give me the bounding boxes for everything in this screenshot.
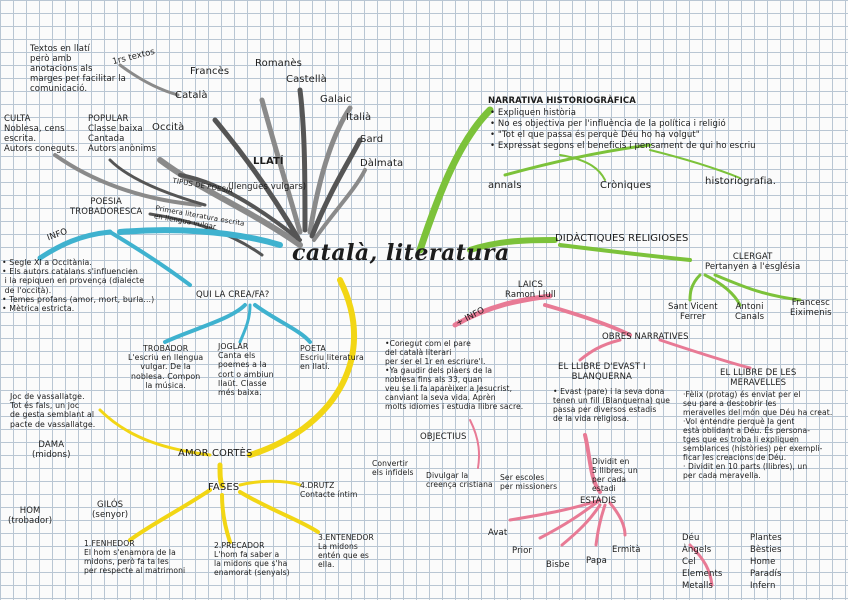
objectius-title: OBJECTIUS [420,432,467,442]
narrativa-croniques: Cròniques [600,180,652,191]
fase-2: 2.PRECADOR L'hom fa saber a la midons qu… [214,541,290,577]
fase-1: 1.FENHEDOR El hom s'enamora de la midons… [84,539,186,575]
amor-joc: Joc de vassallatge. Tot és fals, un joc … [10,392,96,429]
didactiques-title: DIDÀCTIQUES RELIGIOSES [555,233,689,244]
narrativa-bullet-2: • No es objectiva per l'influència de la… [490,119,726,129]
evast-text: • Evast (pare) i la seva dona tenen un f… [553,387,671,423]
obres-narratives: OBRES NARRATIVES [602,332,689,342]
qui-la-crea: QUI LA CREA/FA? [196,290,270,300]
amor-cortes-title: AMOR CORTÈS [178,448,253,459]
lang-catala: Català [175,90,208,101]
meravelles-parts-1: Déu Àngels Cel Elements Metalls [682,533,723,591]
trobador-node: TROBADOR L'escriu en llengua vulgar. De … [128,344,204,390]
lang-italia: Italià [346,112,372,123]
estadi-papa: Papa [586,556,607,566]
llati-subtitle: (llengües vulgars) [228,182,307,192]
narrativa-bullet-3: • "Tot el que passa és perquè Déu ho ha … [490,130,700,140]
blue-branches [37,227,312,344]
meravelles-text: ·Fèlix (protag) és enviat per el seu par… [683,390,833,480]
lang-sard: Sard [360,134,384,145]
lang-galaic: Galaic [320,94,352,105]
green-branches [416,106,802,307]
clergat-node: CLERGAT Pertanyen a l'església [705,252,801,273]
laics-info-text: •Conegut com el pare del català literari… [385,339,524,411]
clergat-canals: Antoni Canals [735,302,765,323]
estadi-prior: Prior [512,546,533,556]
laics-node: LAICS Ramon Llull [505,280,556,301]
yellow-branches [98,277,358,544]
estadi-ermita: Ermità [612,545,641,555]
narrativa-bullet-4: • Expressat segons el beneficis i pensam… [490,141,756,151]
poeta-node: POETA Escriu literatura en llatí. [300,344,364,372]
fase-3: 3.ENTENEDOR La midons entén que es ella. [318,533,374,569]
trobadoresca-bullets: • Segle XI a Occitània. • Els autors cat… [2,258,155,313]
narrativa-title: NARRATIVA HISTORIOGRÀFICA [488,96,636,106]
pink-branches [452,293,752,587]
narrativa-bullet-1: • Expliquen història [490,108,577,118]
objectiu-1: Convertir els infidels [372,459,414,477]
lang-romanes: Romanès [255,58,302,69]
lang-castella: Castellà [286,74,327,85]
clergat-eiximenis: Francesc Eiximenis [790,298,832,319]
objectiu-3: Ser escoles per missioners [500,473,558,491]
occita-node: Occità [152,122,185,133]
trobadoresca-title: POESIA TROBADORESCA [70,197,143,218]
amor-dama: DAMA (midons) [32,440,71,461]
narrativa-annals: annals [488,180,522,191]
lang-dalmata: Dàlmata [360,158,404,169]
joglar-node: JOGLAR Canta els poemes a la cort o ambi… [218,342,274,397]
culta-node: CULTA Noblesa, cens escrita. Autors cone… [4,114,78,155]
objectiu-2: Divulgar la creença cristiana [426,471,493,489]
popular-node: POPULAR Classe baixa Cantada Autors anòn… [88,114,157,155]
llati-node: LLATÍ [253,156,284,167]
estadi-avat: Avat [488,528,508,538]
estadis-note: Dividit en 5 llibres, un per cada estadi [592,457,638,493]
clergat-ferrer: Sant Vicent Ferrer [668,302,718,323]
meravelles-title: EL LLIBRE DE LES MERAVELLES [720,368,797,389]
lang-frances: Francès [190,66,230,77]
origin-branches [53,63,367,257]
fase-4: 4.DRUTZ Contacte íntim [300,481,358,499]
estadi-bisbe: Bisbe [546,560,570,570]
central-topic: català, literatura [292,240,510,266]
meravelles-parts-2: Plantes Bèsties Home Paradís Infern [750,533,782,591]
narrativa-historiografia: historiografia. [705,176,777,187]
estadis-label: ESTADIS [580,496,617,506]
amor-hom: HOM (trobador) [8,506,53,527]
fases-label: FASES [208,482,240,493]
evast-title: EL LLIBRE D'EVAST I BLANQUERNA [558,362,646,383]
textos-note: Textos en llatí però amb anotacions als … [30,44,126,95]
amor-gilos: GILÓS (senyor) [92,500,129,521]
